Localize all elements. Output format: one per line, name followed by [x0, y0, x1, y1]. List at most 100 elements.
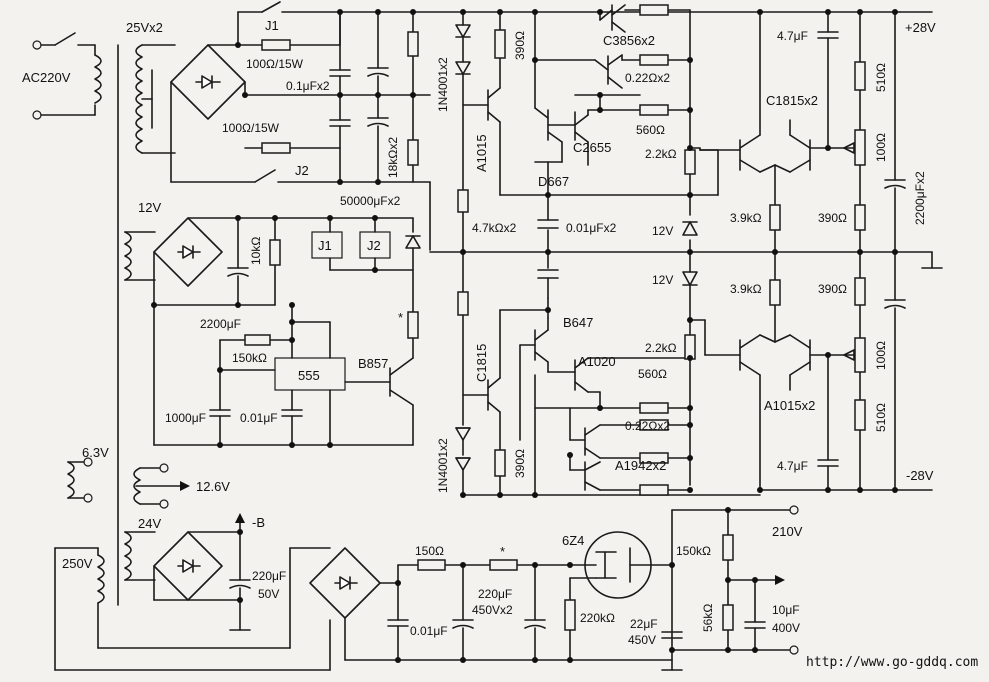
- label-c3856x2: C3856x2: [603, 33, 655, 48]
- junction-dots-hv: [237, 507, 758, 663]
- label-25vx2: 25Vx2: [126, 20, 163, 35]
- resistor-emitter-b: [639, 484, 669, 496]
- label-b647: B647: [563, 315, 593, 330]
- label-150k: 150kΩ: [232, 351, 267, 365]
- label-star-1: *: [398, 310, 403, 325]
- label-12v-zener-bottom: 12V: [652, 273, 673, 287]
- label-ac220v: AC220V: [22, 70, 71, 85]
- label-250v: 250V: [62, 556, 93, 571]
- label-c1815: C1815: [474, 344, 489, 382]
- label-star-2: *: [500, 544, 505, 559]
- label-100-bottom: 100Ω: [874, 341, 888, 370]
- label-3k9-top: 3.9kΩ: [730, 211, 762, 225]
- label-2k2-top: 2.2kΩ: [645, 147, 677, 161]
- label-12v-zener-top: 12V: [652, 224, 673, 238]
- label-2k2-bottom: 2.2kΩ: [645, 341, 677, 355]
- bridge-rectifier-24v: [153, 513, 251, 631]
- junction-dots-amp: [460, 9, 898, 498]
- label-c2655: C2655: [573, 140, 611, 155]
- label-555: 555: [298, 368, 320, 383]
- label-22uf: 22μF: [630, 617, 658, 631]
- label-220uf: 220μF: [252, 569, 286, 583]
- label-a1020: A1020: [578, 354, 616, 369]
- tube-6z4: [569, 531, 673, 661]
- resistor-18k-b: [407, 139, 419, 166]
- resistor-100-15w-b: [261, 142, 291, 154]
- label-022-top: 0.22Ωx2: [625, 71, 670, 85]
- label-01uf-x2: 0.1μFx2: [286, 79, 330, 93]
- label-24v: 24V: [138, 516, 161, 531]
- resistor-hv-series: [489, 559, 518, 571]
- resistor-b857-base: [407, 311, 419, 339]
- label-400v: 400V: [772, 621, 800, 635]
- resistor-510-top: [854, 61, 866, 91]
- resistor-220k: [564, 599, 576, 631]
- label-6z4: 6Z4: [562, 533, 584, 548]
- power-transformer-main: [117, 44, 176, 606]
- label-50000uf-x2: 50000μFx2: [340, 194, 401, 208]
- label-relay-j2: J2: [367, 238, 381, 253]
- label-2200uf-x2: 2200μFx2: [913, 171, 927, 225]
- resistor-4k7-top: [457, 189, 469, 213]
- resistor-150: [417, 559, 446, 571]
- rail-caps-2200uf: [884, 11, 906, 491]
- resistor-390-top: [494, 29, 506, 59]
- label-47uf-bottom: 4.7μF: [777, 459, 808, 473]
- label-150k-hv: 150kΩ: [676, 544, 711, 558]
- label-220uf-hv: 220μF: [478, 587, 512, 601]
- label-001uf-x2: 0.01μFx2: [566, 221, 617, 235]
- label-d667: D667: [538, 174, 569, 189]
- resistor-150k: [244, 334, 271, 346]
- junction-dots-relay: [151, 215, 378, 448]
- label-j2: J2: [295, 163, 309, 178]
- label-001uf-555: 0.01μF: [240, 411, 278, 425]
- label-a1942x2: A1942x2: [615, 458, 666, 473]
- label-450vx2: 450Vx2: [472, 603, 513, 617]
- ground-line-mid: [429, 251, 943, 269]
- label-minus-b: -B: [252, 515, 265, 530]
- label-450v: 450V: [628, 633, 656, 647]
- transformer-heater: [67, 457, 190, 509]
- label-j1: J1: [265, 18, 279, 33]
- resistor-022-bottom-b: [639, 452, 669, 464]
- resistor-390-mid-bottom: [854, 277, 866, 306]
- transformer-24v: [124, 531, 156, 581]
- resistor-100-bottom: [854, 337, 866, 373]
- negative-input-stage: [689, 251, 861, 491]
- relay-coils: [311, 217, 421, 359]
- resistor-022-top: [639, 54, 669, 66]
- label-12v: 12V: [138, 200, 161, 215]
- resistor-4k7-bottom: [457, 291, 469, 316]
- junction-dots-top: [235, 9, 416, 185]
- resistor-emitter-a: [639, 4, 669, 16]
- label-relay-j1: J1: [318, 238, 332, 253]
- label-b857: B857: [358, 356, 388, 371]
- label-4k7-x2: 4.7kΩx2: [472, 221, 517, 235]
- label-10k: 10kΩ: [249, 237, 263, 265]
- bridge-rectifier-main: [170, 1, 901, 251]
- resistor-3k9-top: [769, 204, 781, 231]
- label-100-15w-a: 100Ω/15W: [246, 57, 304, 71]
- resistor-100-15w-a: [261, 39, 291, 51]
- transformer-250v: [54, 547, 331, 671]
- label-a1015: A1015: [474, 134, 489, 172]
- label-560-bottom: 560Ω: [638, 367, 667, 381]
- label-100-top: 100Ω: [874, 133, 888, 162]
- resistor-510-bottom: [854, 399, 866, 431]
- label-1000uf: 1000μF: [165, 411, 206, 425]
- label-510-bottom: 510Ω: [874, 403, 888, 432]
- timer-555: [209, 304, 391, 446]
- label-560-top: 560Ω: [636, 123, 665, 137]
- label-56k: 56kΩ: [701, 604, 715, 632]
- main-filter-caps: [329, 11, 414, 183]
- resistor-150k-hv: [722, 534, 734, 561]
- label-150: 150Ω: [415, 544, 444, 558]
- zener-12v-bottom: [682, 271, 698, 486]
- resistor-390-mid-top: [854, 204, 866, 231]
- label-1n4001-top: 1N4001x2: [436, 57, 450, 112]
- positive-driver-stage: [455, 4, 719, 273]
- pot-wiper-top: [843, 142, 855, 154]
- label-m28v: -28V: [906, 468, 934, 483]
